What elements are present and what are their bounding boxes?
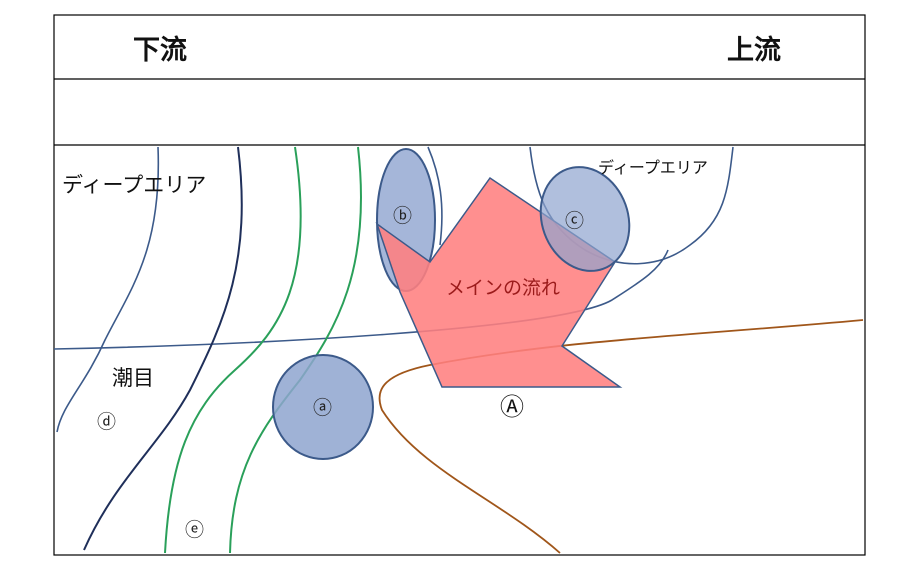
point-d-marker: ⓓ bbox=[97, 411, 116, 433]
upstream-label: 上流 bbox=[727, 35, 781, 66]
spot-a-circle bbox=[272, 354, 374, 460]
point-a-marker: ⓐ bbox=[313, 397, 332, 419]
point-b-marker: ⓑ bbox=[393, 205, 412, 227]
shallow-contour-brown bbox=[378, 319, 864, 554]
spot-c-ellipse bbox=[539, 166, 631, 272]
deep-area-label-right: ディープエリア bbox=[598, 158, 708, 177]
deep-area-label-left: ディープエリア bbox=[62, 173, 206, 197]
point-e-marker: ⓔ bbox=[185, 519, 204, 541]
point-c-marker: ⓒ bbox=[565, 210, 584, 232]
tide-line-label: 潮目 bbox=[112, 366, 154, 390]
main-flow-label: メインの流れ bbox=[446, 277, 560, 299]
bank-contour-b bbox=[427, 146, 443, 246]
point-main-marker: Ⓐ bbox=[500, 393, 524, 421]
dark-contour-left bbox=[83, 146, 243, 551]
green-contour-left bbox=[164, 146, 302, 554]
downstream-label: 下流 bbox=[133, 35, 187, 66]
deep-area-contour-left bbox=[56, 146, 160, 433]
